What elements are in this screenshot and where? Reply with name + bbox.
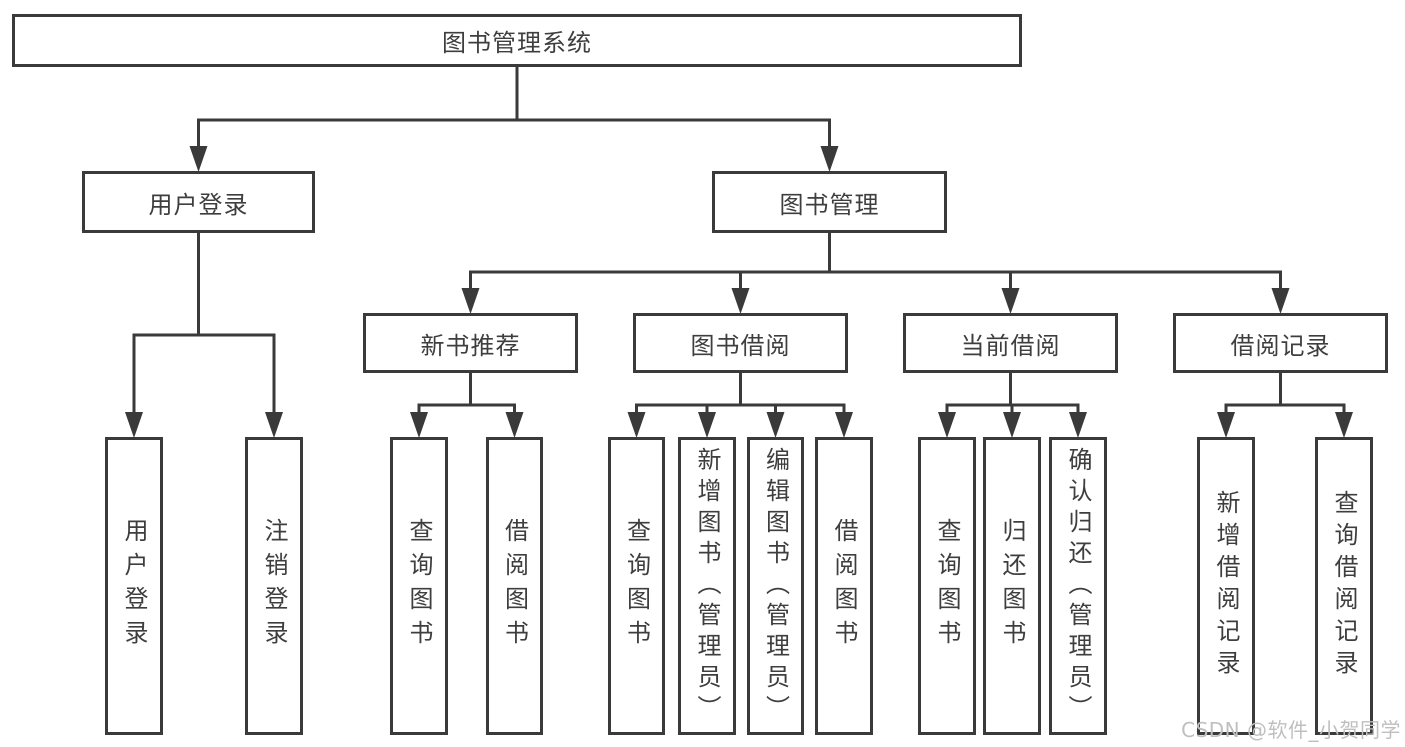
node-label: 查询图书 <box>405 518 433 654</box>
node-label: 新书推荐 <box>420 331 521 360</box>
diagram-node-leaf-borrow-books-2: 借阅图书 <box>815 437 873 735</box>
diagram-node-leaf-confirm-return: 确认归还（管理员） <box>1049 437 1107 735</box>
node-label: 借阅记录 <box>1230 331 1331 360</box>
node-label: 借阅图书 <box>500 518 529 654</box>
arrowhead-icon <box>731 288 750 314</box>
diagram-node-leaf-query-books-1: 查询图书 <box>390 437 448 735</box>
node-label: 当前借阅 <box>960 331 1061 360</box>
node-label: 查询借阅记录 <box>1330 490 1358 682</box>
diagram-node-current-borrow: 当前借阅 <box>903 313 1118 373</box>
diagram-node-book-mgmt: 图书管理 <box>712 171 947 233</box>
arrowhead-icon <box>1217 412 1235 438</box>
node-label: 用户登录 <box>148 190 249 219</box>
arrowhead-icon <box>938 412 956 438</box>
arrowhead-icon <box>265 412 283 438</box>
diagram-node-leaf-query-books-3: 查询图书 <box>918 437 976 735</box>
arrowhead-icon <box>1271 288 1290 314</box>
arrowhead-icon <box>1001 288 1020 314</box>
arrowhead-icon <box>1335 412 1353 438</box>
node-label: 用户登录 <box>120 518 148 654</box>
arrowhead-icon <box>835 412 853 438</box>
diagram-node-leaf-query-borrow-record: 查询借阅记录 <box>1315 437 1373 735</box>
arrowhead-icon <box>461 288 480 314</box>
node-label: 归还图书 <box>998 518 1026 654</box>
arrowhead-icon <box>698 412 716 438</box>
arrowhead-icon <box>189 146 208 172</box>
diagram-node-book-borrow: 图书借阅 <box>633 313 848 373</box>
arrowhead-icon <box>410 412 428 438</box>
node-label: 图书管理系统 <box>442 29 592 57</box>
diagram-node-leaf-query-books-2: 查询图书 <box>608 437 665 735</box>
arrowhead-icon <box>1003 412 1021 438</box>
diagram-node-user-login: 用户登录 <box>82 171 315 233</box>
node-label: 图书管理 <box>779 190 880 219</box>
node-label: 编辑图书（管理员） <box>761 446 790 726</box>
node-label: 注销登录 <box>260 518 288 654</box>
node-label: 图书借阅 <box>690 331 791 360</box>
node-label: 查询图书 <box>933 518 961 654</box>
diagram-node-leaf-edit-book: 编辑图书（管理员） <box>747 437 804 735</box>
arrowhead-icon <box>125 412 143 438</box>
diagram-node-borrow-records: 借阅记录 <box>1173 313 1388 373</box>
diagram-node-new-book-rec: 新书推荐 <box>363 313 578 373</box>
arrowhead-icon <box>505 412 524 438</box>
diagram-node-leaf-add-book: 新增图书（管理员） <box>678 437 736 735</box>
arrowhead-icon <box>766 412 785 438</box>
watermark: CSDN @软件_小贺同学 <box>1181 718 1401 742</box>
arrowhead-icon <box>820 146 839 172</box>
diagram-node-leaf-borrow-books-1: 借阅图书 <box>486 437 543 735</box>
node-label: 新增借阅记录 <box>1212 490 1240 682</box>
diagram-node-leaf-logout: 注销登录 <box>245 437 303 735</box>
arrowhead-icon <box>1069 412 1087 438</box>
diagram-node-root: 图书管理系统 <box>12 14 1022 67</box>
diagram-node-leaf-return-book: 归还图书 <box>983 437 1041 735</box>
node-label: 借阅图书 <box>830 518 858 654</box>
diagram-node-leaf-user-login: 用户登录 <box>105 437 163 735</box>
node-label: 新增图书（管理员） <box>693 446 721 726</box>
node-label: 确认归还（管理员） <box>1064 446 1092 726</box>
arrowhead-icon <box>627 412 646 438</box>
node-label: 查询图书 <box>622 518 651 654</box>
diagram-node-leaf-add-borrow-record: 新增借阅记录 <box>1197 437 1255 735</box>
